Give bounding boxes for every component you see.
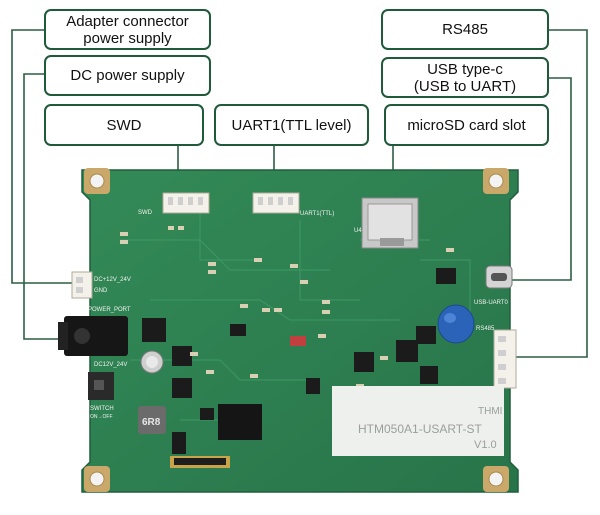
leader-dc (23, 73, 70, 340)
leader-usbc (510, 77, 572, 281)
silk-rs485: RS485 (476, 326, 495, 332)
callout-adapter-connector: Adapter connector power supply (44, 9, 211, 50)
callout-dc-power-label: DC power supply (70, 67, 185, 84)
callout-usb-c-label: USB type-c (USB to UART) (413, 60, 517, 95)
silk-uart1: UART1(TTL) (300, 211, 334, 217)
callout-adapter-connector-label: Adapter connector power supply (66, 12, 189, 47)
callout-rs485-label: RS485 (442, 21, 488, 38)
capacitors (138, 350, 186, 454)
varistor-1 (437, 304, 475, 344)
usb-c-port (485, 265, 513, 289)
adapter-connector (71, 271, 93, 299)
callout-dc-power: DC power supply (44, 55, 211, 96)
sticker-line2: HTM050A1-USART-ST (358, 422, 482, 436)
silk-u4: U4 (354, 228, 362, 234)
swd-header (162, 192, 210, 214)
callout-rs485: RS485 (381, 9, 549, 50)
silk-switch: SWITCH (90, 406, 114, 412)
callout-microsd: microSD card slot (384, 104, 549, 146)
smd-parts (120, 226, 458, 388)
power-switch (88, 372, 114, 400)
dc-barrel-jack (58, 316, 128, 356)
uart1-header (252, 192, 300, 214)
ic-components (142, 268, 456, 440)
rs485-terminal (493, 329, 517, 389)
microsd-slot (361, 197, 419, 249)
silk-usb-uart: USB-UART0 (474, 300, 509, 306)
label-sticker (332, 386, 504, 456)
callout-microsd-label: microSD card slot (407, 116, 526, 134)
silk-switch-onoff: ON→OFF (90, 414, 113, 420)
pcb-board: SWD UART1(TTL) DC+12V_24V GND POWER_PORT… (58, 168, 519, 493)
callout-uart1-label: UART1(TTL level) (231, 116, 352, 134)
silk-dc-range: DC12V_24V (94, 362, 127, 368)
sticker-line3: V1.0 (474, 439, 497, 451)
leader-adapter (11, 29, 86, 284)
silk-swd: SWD (138, 210, 153, 216)
silk-gnd: GND (94, 288, 108, 294)
callout-swd: SWD (44, 104, 204, 146)
leader-rs485 (510, 29, 588, 358)
callout-swd-label: SWD (106, 116, 142, 134)
callout-uart1: UART1(TTL level) (214, 104, 369, 146)
silk-power-port: POWER_PORT (88, 307, 131, 313)
silk-dc-in: DC+12V_24V (94, 277, 131, 283)
callout-usb-c: USB type-c (USB to UART) (381, 57, 549, 98)
sticker-line1: THMI (478, 406, 502, 417)
inductor-marking: 6R8 (142, 417, 161, 428)
mounting-holes (84, 168, 509, 492)
